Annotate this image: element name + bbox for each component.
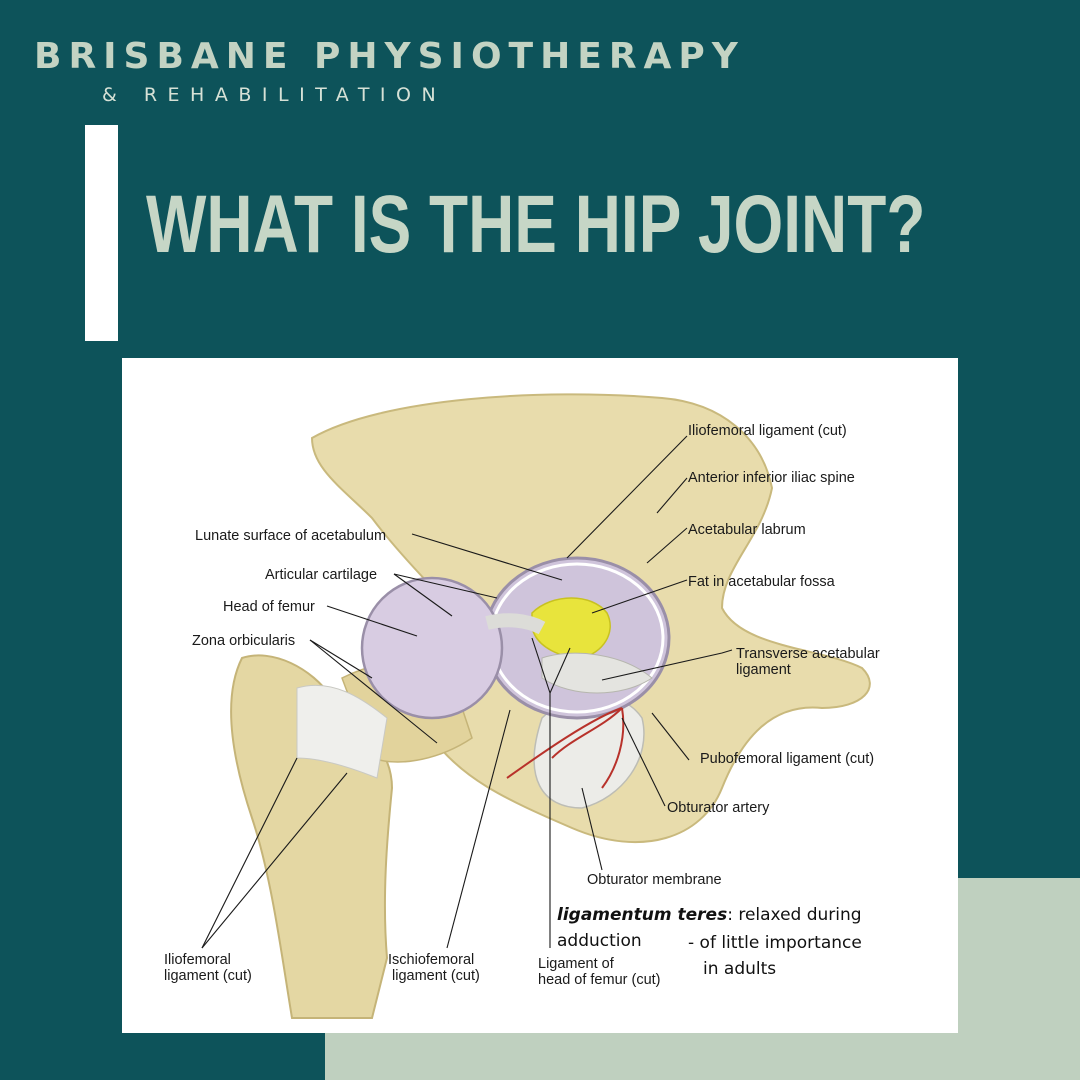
page-title: WHAT IS THE HIP JOINT? [146, 179, 926, 270]
label-articular-cartilage: Articular cartilage [265, 567, 377, 583]
label-ischiofemoral-line1: Ischiofemoral [388, 952, 474, 968]
accent-bar [85, 125, 118, 341]
label-iliofemoral-cut-top: Iliofemoral ligament (cut) [688, 423, 847, 439]
label-ischiofemoral-line2: ligament (cut) [392, 968, 480, 984]
label-lig-head-femur-line1: Ligament of [538, 956, 615, 972]
note-bullet1: - of little importance [688, 933, 862, 953]
note-line1-rest: : relaxed during [727, 905, 861, 925]
label-iliofemoral-bottom-line1: Iliofemoral [164, 952, 231, 968]
label-transverse-acetabular-line2: ligament [736, 662, 791, 678]
leader-lines [201, 435, 733, 949]
hip-anatomy-illustration: Iliofemoral ligament (cut) Anterior infe… [164, 393, 880, 1019]
note-line2: adduction [557, 931, 642, 951]
note-bullet2: in adults [703, 959, 776, 979]
brand-name: BRISBANE PHYSIOTHERAPY [34, 36, 745, 77]
hip-joint-figure: Iliofemoral ligament (cut) Anterior infe… [122, 358, 958, 1033]
label-anterior-inferior-iliac-spine: Anterior inferior iliac spine [688, 470, 855, 486]
label-zona-orbicularis: Zona orbicularis [192, 633, 295, 649]
note-term: ligamentum teres [557, 905, 727, 925]
label-head-of-femur: Head of femur [223, 599, 315, 615]
fat-in-fossa [531, 597, 611, 659]
brand-subtitle: & REHABILITATION [102, 84, 447, 106]
note-line1: ligamentum teres: relaxed during [557, 905, 862, 925]
label-obturator-membrane: Obturator membrane [587, 872, 722, 888]
obturator-artery-vessel [506, 707, 625, 789]
capsule-ligament [296, 684, 388, 779]
transverse-ligament [541, 652, 653, 694]
ligament-of-head [485, 613, 546, 635]
label-transverse-acetabular-line1: Transverse acetabular [736, 646, 880, 662]
label-acetabular-labrum: Acetabular labrum [688, 522, 806, 538]
label-iliofemoral-bottom-line2: ligament (cut) [164, 968, 252, 984]
label-pubofemoral: Pubofemoral ligament (cut) [700, 751, 874, 767]
label-obturator-artery: Obturator artery [667, 800, 770, 816]
label-fat-in-acetabular-fossa: Fat in acetabular fossa [688, 574, 836, 590]
label-lig-head-femur-line2: head of femur (cut) [538, 972, 661, 988]
label-lunate-surface: Lunate surface of acetabulum [195, 528, 386, 544]
femoral-head [360, 576, 504, 720]
